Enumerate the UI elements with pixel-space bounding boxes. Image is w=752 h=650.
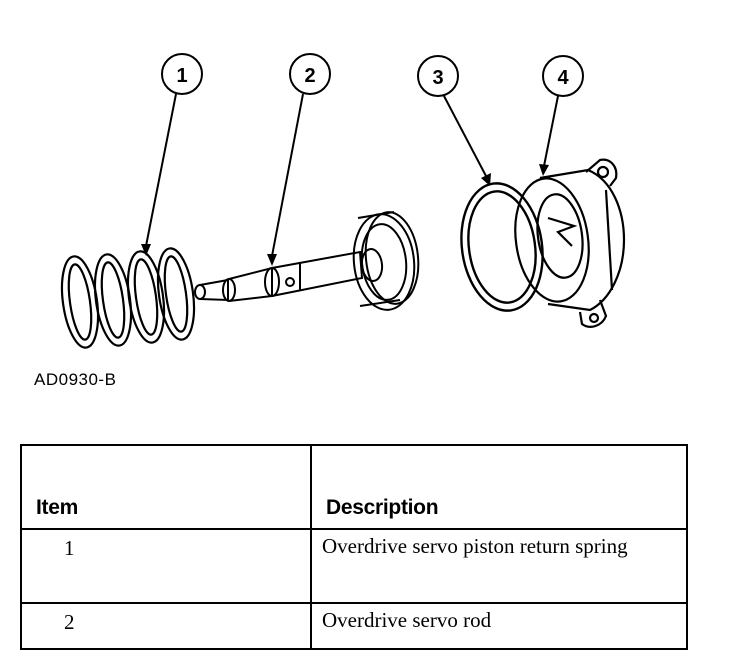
callout-3: 3 xyxy=(417,55,491,186)
callout-1: 1 xyxy=(141,53,203,256)
callout-1-number: 1 xyxy=(176,65,187,87)
table-row: 1 Overdrive servo piston return spring xyxy=(20,528,688,604)
table-header-row: Item Description xyxy=(20,444,688,530)
row-1-item: 1 xyxy=(20,528,312,604)
callout-2-number: 2 xyxy=(304,65,315,87)
callout-2: 2 xyxy=(267,53,331,266)
row-1-description: Overdrive servo piston return spring xyxy=(310,528,688,604)
row-2-description: Overdrive servo rod xyxy=(310,602,688,650)
callout-4-number: 4 xyxy=(557,67,569,89)
header-item: Item xyxy=(20,444,312,530)
seal-ring xyxy=(460,182,544,312)
callout-3-number: 3 xyxy=(432,67,443,89)
row-2-item: 2 xyxy=(20,602,312,650)
return-spring xyxy=(60,247,196,349)
parts-table: Item Description 1 Overdrive servo pisto… xyxy=(20,444,688,650)
figure-code: AD0930-B xyxy=(34,370,117,389)
servo-rod xyxy=(194,211,420,311)
servo-cover xyxy=(514,158,626,328)
header-description: Description xyxy=(310,444,688,530)
table-row: 2 Overdrive servo rod xyxy=(20,602,688,650)
callout-4: 4 xyxy=(539,55,584,176)
exploded-parts-diagram: 1 2 3 4 xyxy=(60,53,626,349)
